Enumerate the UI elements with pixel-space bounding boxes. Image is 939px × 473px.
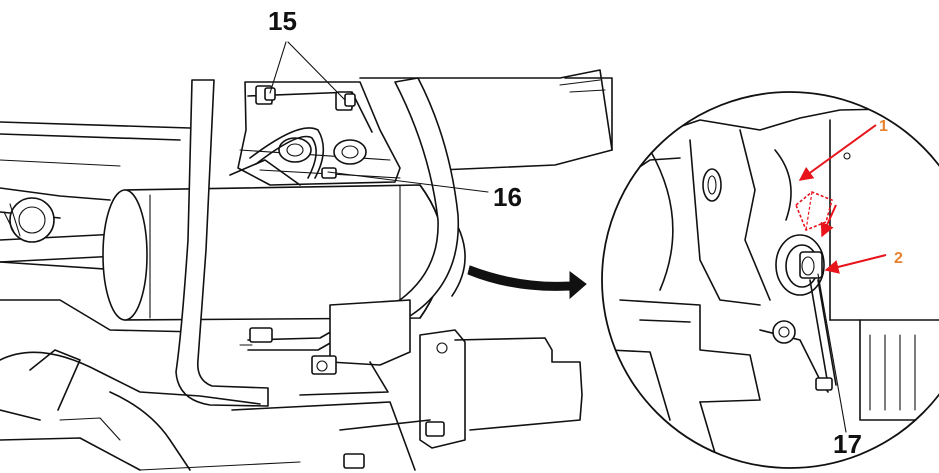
pipe-clip-16 (249, 127, 367, 179)
callout-17: 17 (833, 429, 862, 459)
part-1-direction-arrow (820, 204, 837, 238)
callout-15: 15 (268, 6, 297, 36)
main-assembly-view (0, 69, 613, 471)
part-2-leader (824, 254, 887, 274)
part-1-outline (795, 191, 833, 231)
callout-2: 2 (894, 250, 903, 267)
floor-structure (0, 349, 416, 471)
lower-bracket (299, 299, 583, 469)
bolt-17 (775, 234, 837, 391)
bolt-15-left (255, 85, 276, 105)
detail-content (609, 107, 939, 468)
part-1-leader (798, 124, 877, 181)
bolt-15-right (335, 91, 356, 111)
leader-lines (269, 41, 887, 433)
detail-view-frame (601, 91, 939, 469)
vertical-hose-left (175, 79, 269, 407)
body-panel (359, 69, 613, 171)
callout-1: 1 (879, 118, 888, 135)
detail-view (601, 91, 939, 469)
view-transition-arrow (467, 265, 587, 300)
callout-16: 16 (493, 182, 522, 212)
